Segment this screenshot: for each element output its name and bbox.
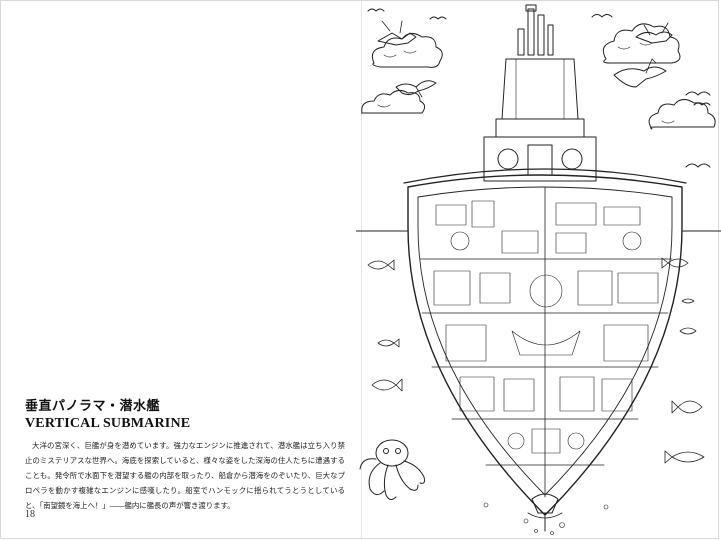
periscope-mast xyxy=(517,4,554,56)
cloud-right-middle xyxy=(648,99,716,130)
conning-tower xyxy=(483,58,597,182)
seagull-mid-left xyxy=(395,80,437,98)
submarine-illustration xyxy=(356,4,721,535)
title-english: VERTICAL SUBMARINE xyxy=(25,416,191,431)
cloud-left xyxy=(371,33,443,68)
bubbles xyxy=(483,502,609,535)
seagull-flying-right xyxy=(613,58,667,88)
interior-decks xyxy=(419,186,673,498)
machinery-rooms xyxy=(433,200,659,454)
submarine-hull xyxy=(403,168,687,516)
seagull-left xyxy=(377,20,417,46)
seagull-right xyxy=(635,22,673,44)
octopus xyxy=(359,439,425,501)
fish-group xyxy=(367,257,705,464)
birds-far-right xyxy=(591,14,711,168)
propeller xyxy=(527,493,563,532)
page-gutter xyxy=(361,1,362,540)
page-number: 18 xyxy=(25,509,35,520)
article-text-block: 垂直パノラマ・潜水艦 VERTICAL SUBMARINE 大洋の宮深く、巨艦が… xyxy=(25,399,345,513)
bird-small xyxy=(367,8,447,20)
cloud-right-top xyxy=(602,23,681,64)
title-japanese: 垂直パノラマ・潜水艦 xyxy=(25,399,161,414)
article-body: 大洋の宮深く、巨艦が身を潜めています。強力なエンジンに推進されて、潜水艦は立ち入… xyxy=(25,441,345,510)
cloud-left-lower xyxy=(361,89,426,114)
